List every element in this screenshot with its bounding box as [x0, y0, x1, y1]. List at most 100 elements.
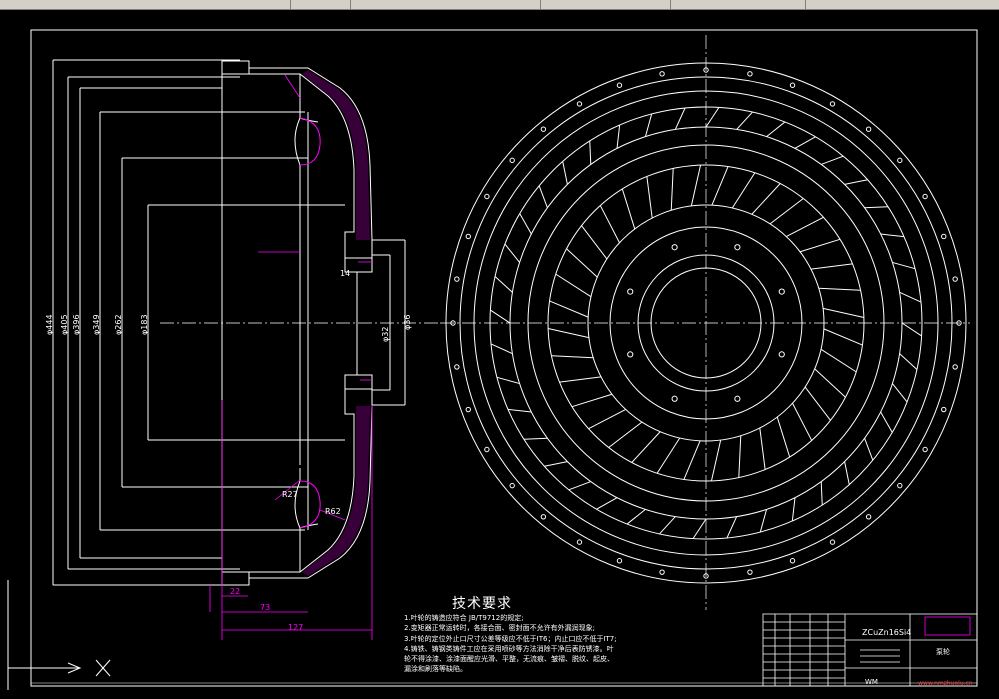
- blade-line: [901, 322, 922, 337]
- bolt-hole: [703, 67, 709, 73]
- blade-line: [786, 216, 824, 237]
- blade-line: [814, 368, 846, 398]
- bolt-hole: [865, 514, 872, 520]
- bolt-hole: [956, 320, 962, 326]
- bolt-hole: [671, 244, 678, 251]
- blade-line: [710, 439, 722, 482]
- blade-line: [751, 183, 781, 215]
- bolt-hole: [941, 233, 947, 240]
- blade-line: [621, 188, 636, 230]
- blade-line: [823, 328, 863, 346]
- blade-line: [804, 386, 831, 421]
- bolt-hole: [659, 569, 665, 575]
- blade-line: [544, 461, 568, 467]
- blade-line: [547, 327, 590, 339]
- blade-line: [626, 509, 646, 525]
- toolbar-segment[interactable]: [670, 0, 806, 9]
- bolt-hole: [465, 406, 471, 413]
- blade-line: [490, 343, 513, 355]
- bottom-dimension-labels: 22 73 127 R27 R62: [230, 490, 341, 632]
- bolt-hole: [789, 558, 796, 564]
- toolbar-segment[interactable]: [290, 0, 351, 9]
- dim-label: 14: [340, 269, 350, 278]
- bolt-hole: [747, 71, 753, 77]
- blade-line: [892, 383, 908, 403]
- bolt-hole: [540, 514, 547, 520]
- blade-line: [571, 393, 613, 408]
- requirement-item: 漏涂和刷落等缺陷。: [404, 665, 467, 674]
- blade-line: [538, 185, 548, 208]
- drawing-border: [30, 29, 978, 687]
- front-view: [440, 35, 970, 610]
- radius-label: R62: [325, 507, 341, 516]
- blade-line: [519, 213, 532, 235]
- bolt-hole: [865, 126, 872, 132]
- bolt-hole: [922, 446, 928, 453]
- bolt-hole: [484, 193, 490, 200]
- part-name-label: 泵轮: [936, 648, 950, 656]
- requirement-item: 轮不得涂漆、涂漆面醒应光滑、平整，无流痕、皱褶、脱纹、起皮、: [404, 655, 614, 664]
- blade-line: [880, 233, 905, 238]
- blade-line: [690, 164, 702, 207]
- blade-line: [899, 353, 918, 370]
- dim-label: φ183: [140, 314, 149, 335]
- bolt-hole: [922, 193, 928, 200]
- blade-line: [490, 309, 511, 324]
- blade-line: [551, 355, 594, 359]
- bolt-hole: [897, 157, 903, 164]
- section-dimensions: [209, 74, 373, 640]
- blade-line: [892, 261, 916, 270]
- toolbar-segment[interactable]: [0, 0, 291, 9]
- bolt-hole: [778, 288, 785, 295]
- bolt-holes-inner: [627, 244, 785, 402]
- bolt-hole: [454, 276, 460, 282]
- blade-line: [683, 440, 701, 480]
- blade-line: [562, 161, 568, 185]
- bolt-hole: [450, 320, 456, 326]
- tech-requirements-title: 技术要求: [452, 596, 512, 612]
- blade-line: [818, 287, 861, 291]
- dim-label: 73: [260, 603, 270, 612]
- blade-line: [766, 121, 786, 137]
- toolbar-segment[interactable]: [350, 0, 541, 9]
- bolt-hole: [778, 351, 785, 358]
- blade-line: [864, 438, 874, 461]
- blade-line: [599, 205, 620, 243]
- blade-line: [726, 516, 738, 539]
- blade-line: [566, 248, 598, 278]
- bolt-hole: [576, 101, 583, 107]
- bolt-holes-outer: [450, 67, 962, 579]
- bolt-hole: [454, 364, 460, 370]
- radius-label: R27: [282, 490, 298, 499]
- dim-label: 22: [230, 587, 240, 596]
- blade-line: [844, 461, 850, 485]
- blade-line: [494, 276, 513, 293]
- bolt-hole: [465, 233, 471, 240]
- bolt-hole: [829, 539, 836, 545]
- toolbar-segment[interactable]: [540, 0, 671, 9]
- toolbar-segment[interactable]: [805, 0, 999, 9]
- bolt-hole: [747, 569, 753, 575]
- bolt-hole: [509, 482, 515, 489]
- bolt-hole: [734, 395, 741, 402]
- bolt-hole: [627, 351, 634, 358]
- blade-line: [568, 481, 591, 491]
- bolt-hole: [789, 82, 796, 88]
- dim-label: φ262: [114, 314, 123, 335]
- section-view: [52, 59, 440, 586]
- blade-line: [670, 168, 674, 211]
- dim-label: φ444: [45, 314, 54, 335]
- blade-line: [822, 307, 865, 319]
- blade-line: [559, 376, 602, 383]
- dim-label: 127: [288, 623, 303, 632]
- blade-line: [581, 225, 608, 260]
- dim-label: φ396: [72, 314, 81, 335]
- bolt-hole: [897, 482, 903, 489]
- blade-line: [791, 497, 796, 522]
- blade-line: [810, 263, 853, 270]
- blade-line: [504, 243, 520, 263]
- blade-line: [659, 516, 676, 535]
- drawing-canvas[interactable]: φ444 φ405 φ396 φ349 φ262 φ183 φ32 φ36 14…: [0, 10, 999, 695]
- blade-line: [631, 431, 661, 463]
- blade-line: [674, 107, 686, 130]
